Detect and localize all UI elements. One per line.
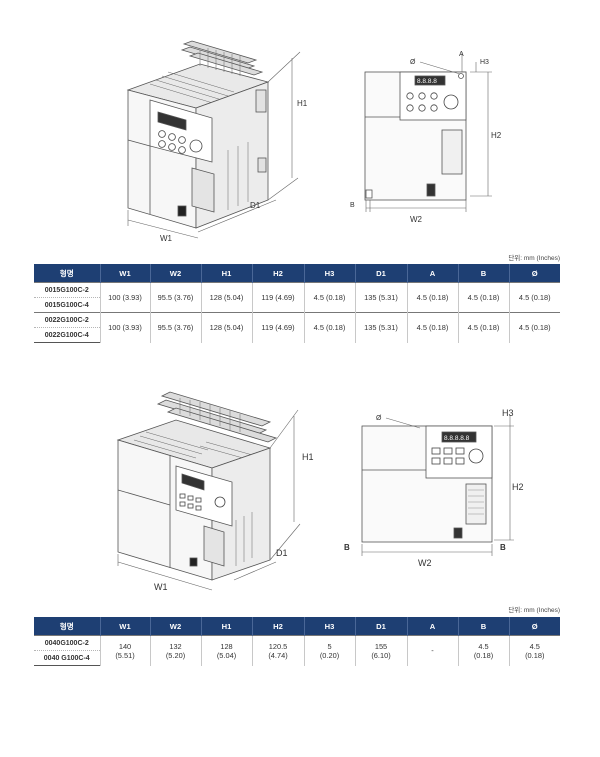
th-h2: H2: [251, 264, 304, 283]
cell-phi: 4.5(0.18): [508, 635, 560, 666]
drive1-isometric: [126, 40, 270, 229]
label2-w1: W1: [154, 582, 168, 592]
label2-h1: H1: [302, 452, 314, 462]
cell-h1: 128 (5.04): [200, 282, 252, 313]
th-d1: D1: [354, 264, 407, 283]
cell-a: 4.5 (0.18): [406, 282, 458, 313]
cell-h2: 120.5(4.74): [251, 635, 304, 666]
cell-w1: 100 (3.93): [99, 312, 150, 343]
label-d1: D1: [250, 201, 261, 210]
label-a: A: [459, 51, 464, 58]
th-h2: H2: [251, 617, 304, 636]
th-a: A: [406, 617, 458, 636]
th-model: 형명: [34, 264, 100, 283]
table-row: 0022G100C-2 100 (3.93) 95.5 (3.76) 128 (…: [34, 312, 560, 343]
table-row: 0040 G100C-4: [34, 650, 560, 666]
label-b: B: [350, 202, 355, 209]
th-d1: D1: [354, 617, 407, 636]
th-w2: W2: [149, 264, 201, 283]
cell-b: 4.5(0.18): [457, 635, 509, 666]
cell-h2: 119 (4.69): [251, 312, 304, 343]
cell-h3: 4.5 (0.18): [303, 282, 355, 313]
cell-w1: 100 (3.93): [99, 282, 150, 313]
drive2-front-view: [361, 425, 493, 543]
table1-header-row: 형명 W1 W2 H1 H2 H3 D1 A B Ø: [34, 264, 560, 283]
cell-h3: 5(0.20): [303, 635, 355, 666]
label-h2: H2: [491, 131, 502, 140]
spec-table-2: 형명 W1 W2 H1 H2 H3 D1 A B Ø 0040G100C-2 1…: [34, 617, 560, 666]
label-h3: H3: [480, 59, 489, 66]
model-cell: 0022G100C-2: [34, 312, 100, 328]
cell-b: 4.5 (0.18): [457, 312, 509, 343]
th-phi: Ø: [508, 617, 560, 636]
model-cell: 0040 G100C-4: [34, 650, 100, 666]
cell-w2: 132(5.20): [149, 635, 201, 666]
th-a: A: [406, 264, 458, 283]
cell-b: 4.5 (0.18): [457, 282, 509, 313]
cell-h1: 128(5.04): [200, 635, 252, 666]
model-cell: 0022G100C-4: [34, 327, 100, 343]
cell-d1: 135 (5.31): [354, 282, 407, 313]
cell-a: -: [406, 635, 458, 666]
th-h3: H3: [303, 617, 355, 636]
table-row: 0040G100C-2 140(5.51) 132(5.20) 128(5.04…: [34, 635, 560, 666]
table2-header-row: 형명 W1 W2 H1 H2 H3 D1 A B Ø: [34, 617, 560, 636]
cell-h1: 128 (5.04): [200, 312, 252, 343]
th-h3: H3: [303, 264, 355, 283]
model-cell: 0015G100C-4: [34, 297, 100, 313]
spec-table-1: 형명 W1 W2 H1 H2 H3 D1 A B Ø 0015G100C-2 1…: [34, 264, 560, 343]
cell-a: 4.5 (0.18): [406, 312, 458, 343]
th-model: 형명: [34, 617, 100, 636]
th-h1: H1: [200, 617, 252, 636]
drive1-front-dimensions: [365, 52, 492, 212]
table-row: 0015G100C-4: [34, 297, 560, 313]
cell-h3: 4.5 (0.18): [303, 312, 355, 343]
label2-d1: D1: [276, 548, 288, 558]
th-phi: Ø: [508, 264, 560, 283]
drive1-dimensions: [127, 51, 301, 239]
th-h1: H1: [200, 264, 252, 283]
cell-d1: 135 (5.31): [354, 312, 407, 343]
label2-w2: W2: [418, 558, 432, 568]
cell-d1: 155(6.10): [354, 635, 407, 666]
cell-h2: 119 (4.69): [251, 282, 304, 313]
drive2-dimensions: [117, 409, 301, 591]
label-phi: Ø: [410, 59, 416, 66]
th-b: B: [457, 264, 509, 283]
label-w2: W2: [410, 215, 423, 224]
th-w1: W1: [99, 617, 150, 636]
label2-h2: H2: [512, 482, 524, 492]
th-w1: W1: [99, 264, 150, 283]
drive1-front-view: [364, 71, 467, 201]
cell-phi: 4.5 (0.18): [508, 282, 560, 313]
cell-w2: 95.5 (3.76): [149, 282, 201, 313]
cell-w1: 140(5.51): [99, 635, 150, 666]
drive2-isometric: [116, 391, 278, 581]
model-cell: 0015G100C-2: [34, 282, 100, 298]
label-h1: H1: [297, 99, 308, 108]
cell-w2: 95.5 (3.76): [149, 312, 201, 343]
label2-h3: H3: [502, 408, 514, 418]
table-row: 0022G100C-4: [34, 327, 560, 343]
unit-label-1: 단위: mm (Inches): [508, 255, 560, 262]
label2-b-right: B: [500, 543, 506, 552]
unit-label-2: 단위: mm (Inches): [508, 607, 560, 614]
model-cell: 0040G100C-2: [34, 635, 100, 651]
th-b: B: [457, 617, 509, 636]
label2-phi: Ø: [376, 415, 382, 422]
drive2-front-dimensions: [361, 416, 514, 556]
label-w1: W1: [160, 234, 173, 243]
label2-b-left: B: [344, 543, 350, 552]
table-row: 0015G100C-2 100 (3.93) 95.5 (3.76) 128 (…: [34, 282, 560, 313]
th-w2: W2: [149, 617, 201, 636]
cell-phi: 4.5 (0.18): [508, 312, 560, 343]
